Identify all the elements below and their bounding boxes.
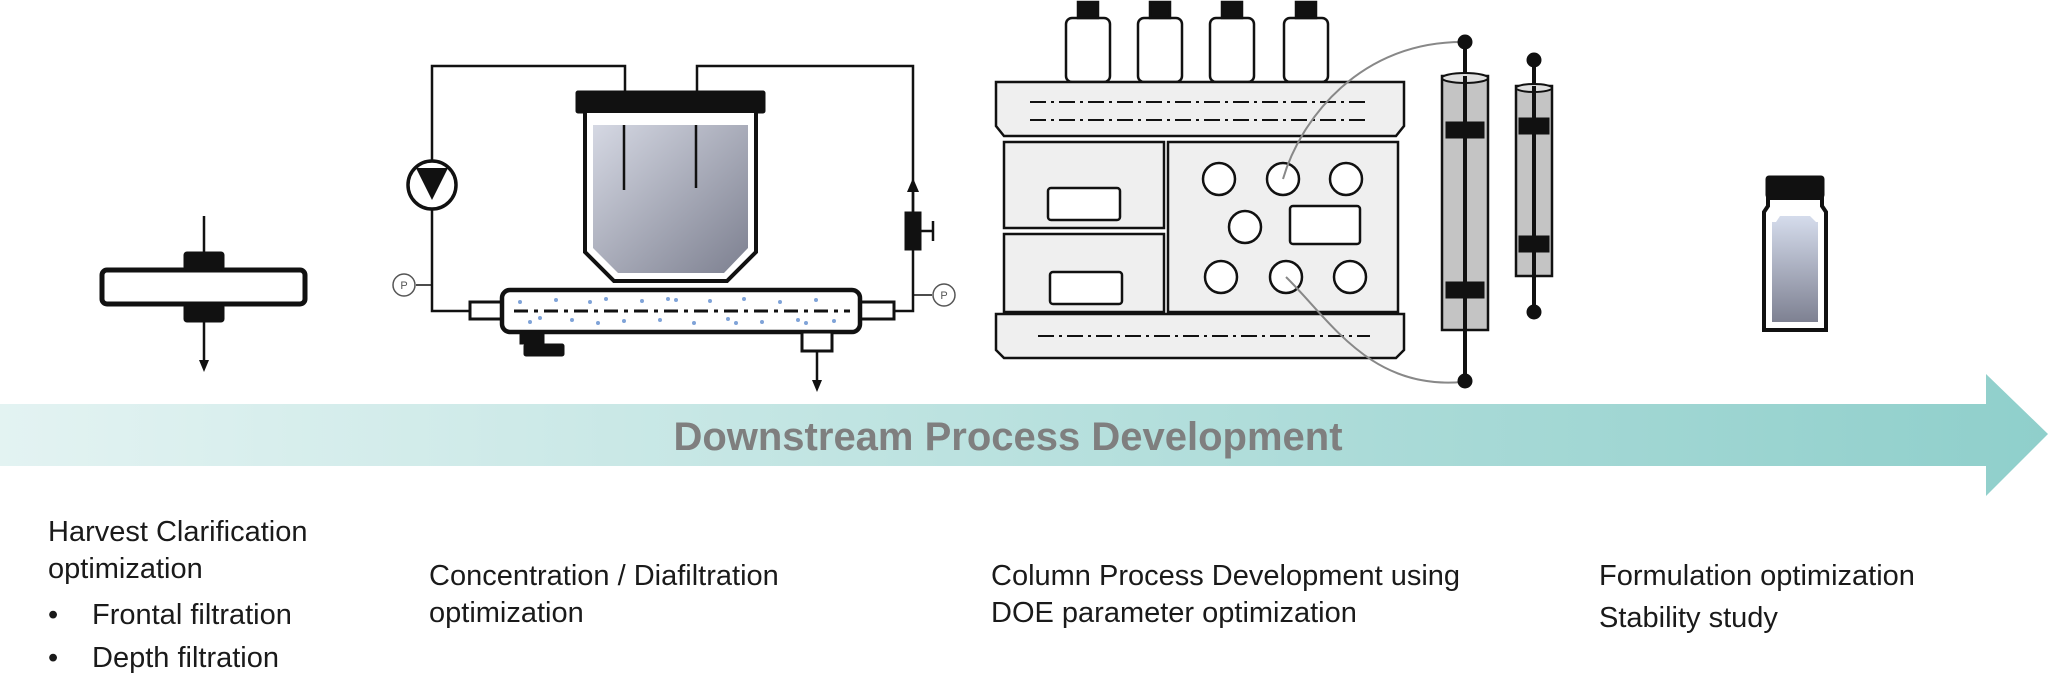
stage-title-line: Stability study: [1599, 602, 1778, 634]
chromatography-column-icon: [1514, 52, 1554, 320]
pressure-gauge-icon: [392, 273, 416, 297]
stage-title-line: optimization: [429, 597, 584, 629]
filter-capsule-icon: [99, 216, 308, 372]
stage-title-line: DOE parameter optimization: [991, 597, 1357, 629]
tff-system-icon: [392, 64, 956, 392]
stage-title-line: Column Process Development using: [991, 560, 1461, 592]
buffer-bottles: [1064, 0, 1330, 84]
bullet-item: Depth filtration: [48, 637, 378, 680]
banner-title: Downstream Process Development: [673, 415, 1342, 459]
stage-title-line: Concentration / Diafiltration: [429, 560, 779, 592]
stage-title-line: Formulation optimization: [1599, 560, 1915, 592]
stage-harvest-clarification: Harvest Clarification optimization Front…: [48, 514, 378, 680]
pressure-gauge-label: P: [400, 280, 407, 292]
chromatography-system-icon: [994, 0, 1554, 389]
chromatography-column-icon: [1440, 34, 1490, 389]
stage-title-line: optimization: [48, 553, 203, 585]
membrane-cassette-icon: [499, 287, 863, 335]
stage-title-line: Harvest Clarification: [48, 516, 308, 548]
stage-formulation: Formulation optimization Stability study: [1599, 554, 2029, 638]
pressure-gauge-icon: [932, 283, 956, 307]
banner-arrow: [0, 374, 2048, 496]
vial-icon: [1762, 175, 1828, 332]
bullet-item: Frontal filtration: [48, 594, 378, 637]
stage-concentration-diafiltration: Concentration / Diafiltration optimizati…: [429, 558, 849, 632]
process-banner: Downstream Process Development: [0, 374, 2048, 496]
stage-column-process-development: Column Process Development using DOE par…: [991, 558, 1511, 632]
stage-bullet-list: Frontal filtration Depth filtration: [48, 594, 378, 680]
pressure-gauge-label: P: [940, 290, 947, 302]
valve-icon: [904, 211, 922, 251]
